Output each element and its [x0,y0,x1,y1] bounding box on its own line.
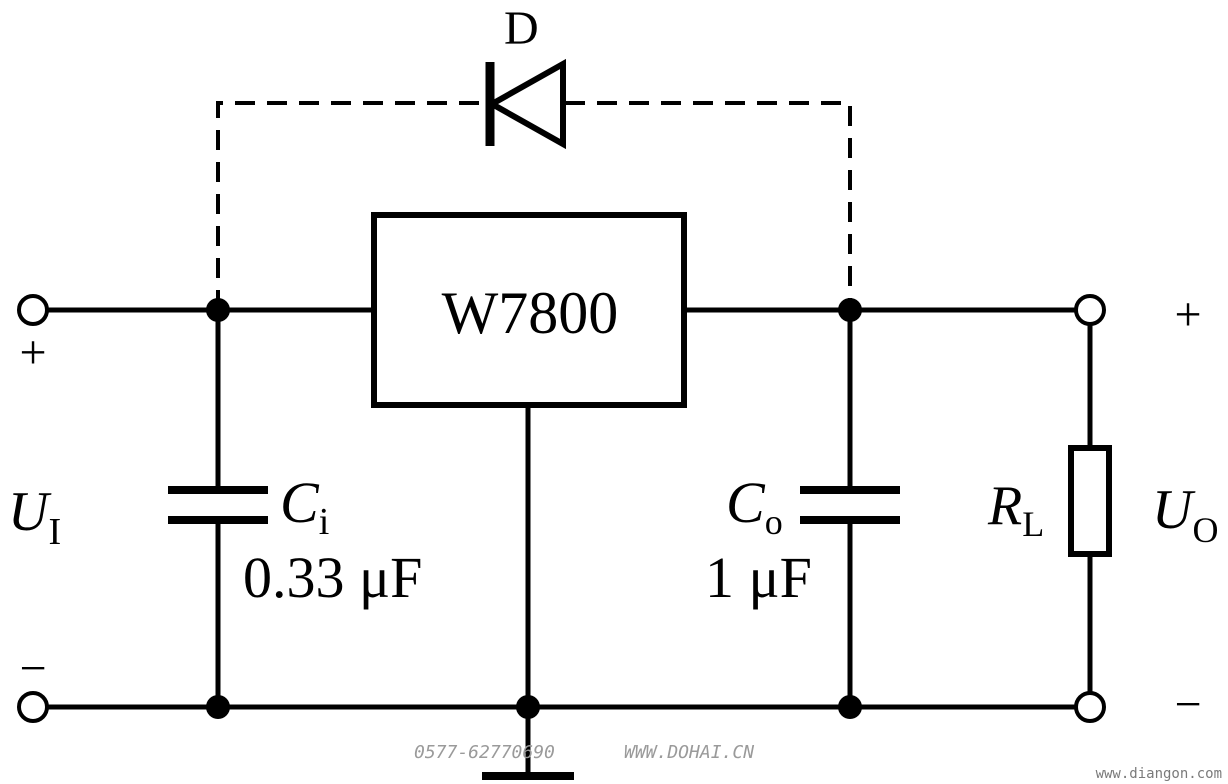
diode-triangle [485,58,566,150]
co-symbol: C [726,470,766,535]
input-terminal-top [17,294,49,326]
input-voltage-subscript: I [48,511,61,553]
regulator-label: W7800 [442,280,619,346]
ci-symbol: C [280,470,320,535]
node-ci-top [206,298,230,322]
rl-symbol: R [987,475,1022,537]
output-minus-label: − [1174,678,1201,731]
watermark-site: WWW.DOHAI.CN [624,742,754,763]
output-plus-label: + [1174,288,1201,341]
rl-label: RL [987,475,1044,544]
co-value: 1 μF [705,545,812,610]
load-resistor [1068,445,1112,557]
diode-label: D [504,2,539,55]
output-terminal-top [1074,294,1106,326]
ci-subscript: i [319,501,330,543]
output-voltage-subscript: O [1192,510,1218,550]
output-voltage-symbol: U [1152,479,1196,541]
node-ground [516,695,540,719]
input-voltage-label: UI [8,481,61,553]
input-terminal-bottom [17,691,49,723]
rl-subscript: L [1022,504,1044,544]
regulator-box [371,212,687,408]
node-co-bottom [838,695,862,719]
output-terminal-bottom [1074,691,1106,723]
co-subscript: o [765,502,783,542]
node-co-top [838,298,862,322]
watermark-phone: 0577-62770690 [414,742,555,763]
node-ci-bottom [206,695,230,719]
co-label: Co [726,470,783,542]
input-minus-label: − [19,642,46,695]
watermark-corner: www.diangon.com [1096,766,1222,782]
diode-bypass-path-right [565,101,852,310]
ci-value: 0.33 μF [243,545,422,610]
output-voltage-label: UO [1152,479,1218,550]
input-voltage-symbol: U [8,481,52,543]
input-plus-label: + [19,326,46,379]
ci-label: Ci [280,470,329,543]
diode-bypass-path [216,101,490,310]
